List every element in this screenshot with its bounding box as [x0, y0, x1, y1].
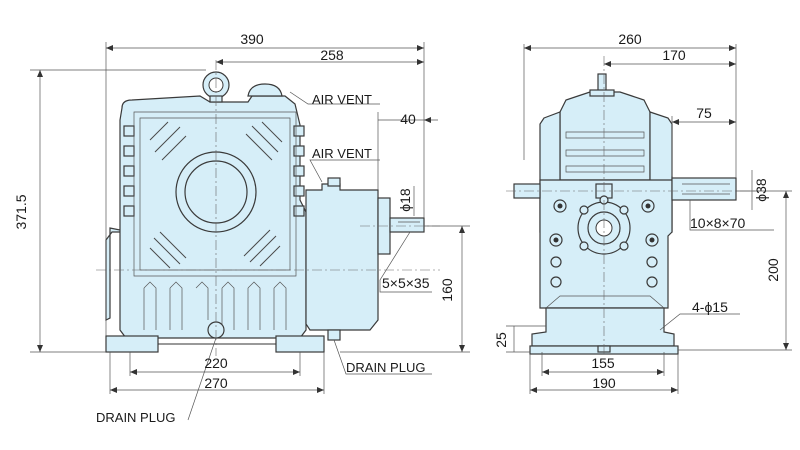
foot-right [275, 335, 325, 353]
top-ribs [565, 131, 645, 173]
lower-fins [143, 281, 287, 330]
front-view: 260 170 75 ϕ38 10×8×70 200 4-ϕ15 25 155 … [493, 31, 792, 394]
dim-160: 160 [439, 278, 455, 302]
label-air-vent-top: AIR VENT [312, 92, 372, 107]
dim-4-phi15: 4-ϕ15 [692, 299, 728, 315]
label-air-vent-side: AIR VENT [312, 146, 372, 161]
housing-bolts [549, 199, 659, 324]
dim-258: 258 [320, 47, 344, 63]
dim-75: 75 [696, 105, 712, 121]
label-drain-plug-bottom: DRAIN PLUG [96, 410, 175, 425]
dim-40: 40 [400, 111, 416, 127]
label-drain-plug-right: DRAIN PLUG [346, 360, 425, 375]
dim-260: 260 [618, 31, 642, 47]
dim-155: 155 [591, 355, 615, 371]
cover-hatch [149, 121, 283, 269]
air-vent-top [247, 83, 283, 97]
front-dimensions [506, 44, 792, 394]
dim-371-5: 371.5 [13, 194, 29, 229]
side-view: 390 258 40 371.5 160 220 270 ϕ18 5×5×35 … [13, 31, 470, 425]
input-shaft-side [389, 217, 425, 233]
dim-170: 170 [662, 47, 686, 63]
drain-plug-right [327, 329, 341, 341]
worm-housing [305, 183, 379, 331]
dim-200: 200 [765, 258, 781, 282]
pedestal [531, 307, 675, 347]
air-vent-side [327, 177, 341, 187]
top-cover [559, 91, 651, 181]
dim-keyway-side: 5×5×35 [382, 275, 430, 291]
foot-left [105, 335, 159, 353]
dim-390: 390 [240, 31, 264, 47]
dim-220: 220 [204, 355, 228, 371]
dim-phi38: ϕ38 [753, 178, 769, 202]
dim-25: 25 [493, 332, 509, 348]
side-dimensions [30, 42, 470, 421]
output-shaft-front [671, 177, 737, 201]
dim-phi18: ϕ18 [397, 188, 413, 212]
dim-190: 190 [592, 375, 616, 391]
flange-bolts [579, 195, 629, 251]
dim-keyway-front: 10×8×70 [690, 215, 745, 231]
dim-270: 270 [204, 375, 228, 391]
arrowheads [37, 45, 789, 393]
